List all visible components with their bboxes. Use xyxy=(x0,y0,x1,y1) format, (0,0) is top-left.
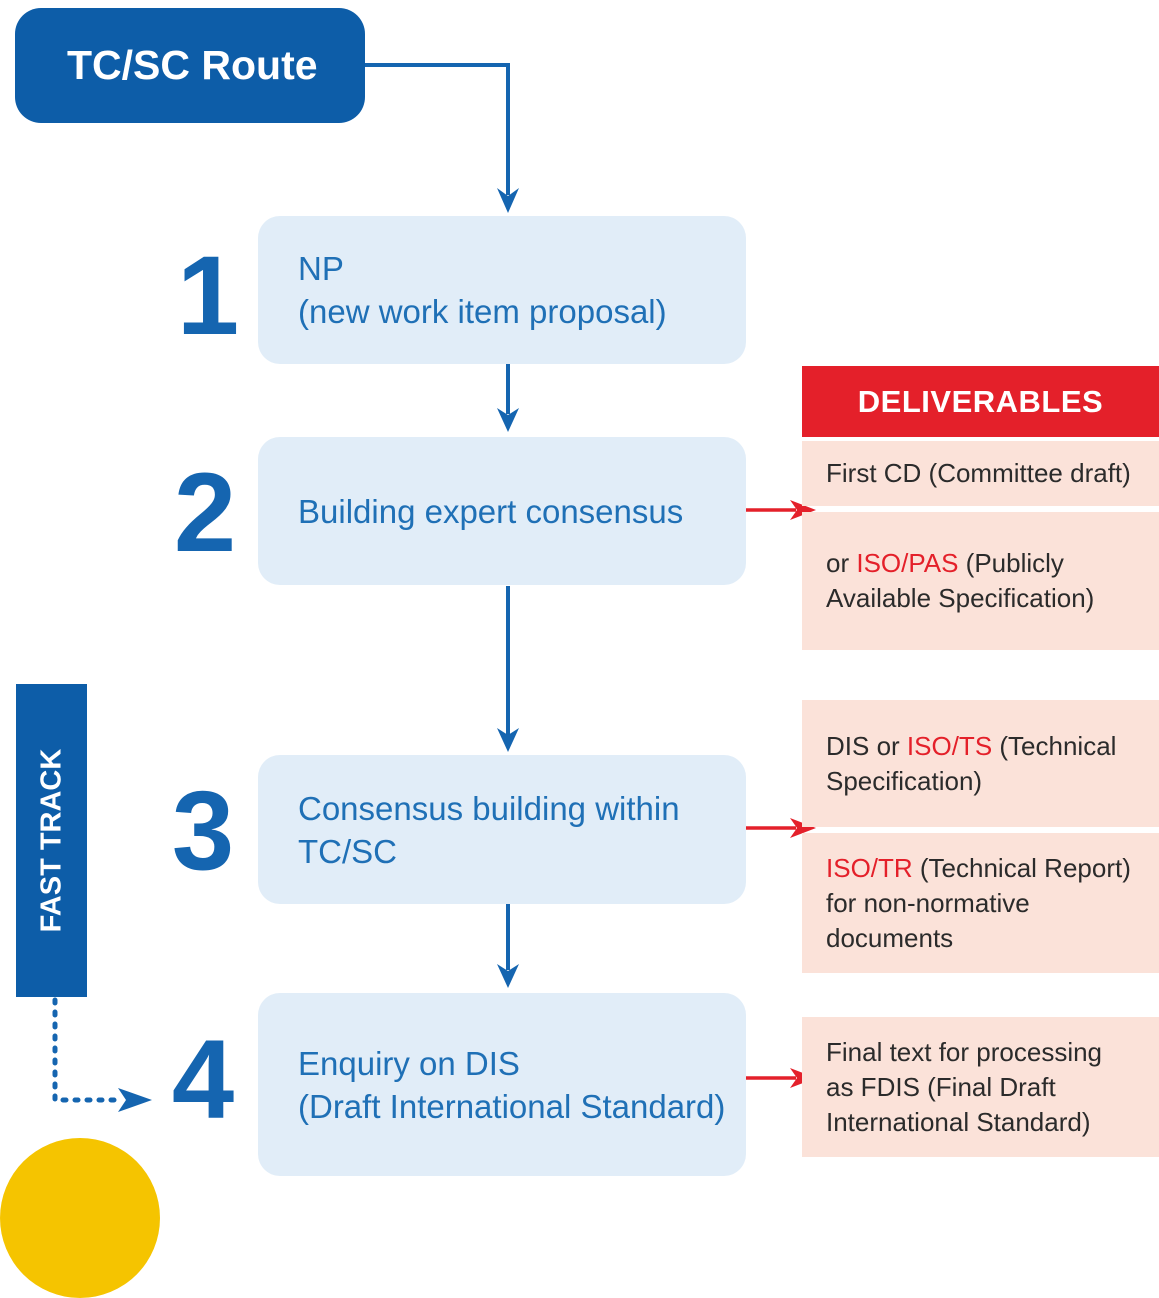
iso-ts-line2: Specification) xyxy=(826,765,983,796)
pas-code: ISO/PAS xyxy=(856,548,959,578)
step2-to-step3-arrow xyxy=(497,586,519,752)
fast-track-bar: FAST TRACK xyxy=(16,684,87,997)
iso-ts-line1: DIS or ISO/TS (Technical xyxy=(826,729,1153,764)
step-4-title-line2: (Draft International Standard) xyxy=(298,1087,726,1125)
step3-to-step4-arrow xyxy=(497,904,519,988)
fdis-line2: as FDIS (Final Draft xyxy=(826,1071,1056,1102)
iso-pas-line2: Available Specification) xyxy=(826,583,1095,613)
step-4-title-line1: Enquiry on DIS xyxy=(298,1044,520,1082)
iso-pas-line1: or ISO/PAS (Publicly xyxy=(826,546,1153,581)
ts-code: ISO/TS xyxy=(906,730,993,761)
step-3-title-line2: TC/SC xyxy=(298,832,397,870)
iso-tr-line3: documents xyxy=(826,922,954,953)
flow-connectors xyxy=(52,63,816,1112)
step-1-box: NP (new work item proposal) xyxy=(258,216,746,364)
step3-deliverable-arrow xyxy=(746,818,816,838)
step1-to-step2-arrow xyxy=(497,364,519,432)
step-3-title-line1: Consensus building within xyxy=(298,789,680,827)
step-2-box: Building expert consensus xyxy=(258,437,746,585)
fast-track-dotted-arrow xyxy=(52,997,152,1112)
iso-tr-line1: ISO/TR (Technical Report) xyxy=(826,851,1153,886)
fdis-line1: Final text for processing xyxy=(826,1036,1103,1067)
deliverable-iso-pas: or ISO/PAS (Publicly Available Specifica… xyxy=(802,512,1159,650)
deliverable-dis-iso-ts: DIS or ISO/TS (Technical Specification) xyxy=(802,700,1159,827)
decorative-circle xyxy=(0,1138,160,1298)
pas-prefix: or xyxy=(826,548,857,578)
step-number-1: 1 xyxy=(176,233,240,358)
deliverable-iso-tr: ISO/TR (Technical Report) for non-normat… xyxy=(802,833,1159,973)
deliverable-fdis: Final text for processing as FDIS (Final… xyxy=(802,1017,1159,1157)
first-cd-text: First CD (Committee draft) xyxy=(826,458,1131,488)
step-number-4: 4 xyxy=(171,1017,235,1142)
fdis-line3: International Standard) xyxy=(826,1106,1091,1137)
step-1-subtitle: (new work item proposal) xyxy=(298,293,667,330)
fast-track-label: FAST TRACK xyxy=(35,748,68,933)
tr-rest: (Technical Report) xyxy=(912,852,1131,883)
step-number-2: 2 xyxy=(173,450,237,575)
deliverable-first-cd: First CD (Committee draft) xyxy=(802,441,1159,506)
step2-deliverable-arrow xyxy=(746,500,816,520)
tc-sc-route-box: TC/SC Route xyxy=(15,8,365,123)
tr-code: ISO/TR xyxy=(826,852,913,883)
route-to-step1-arrow xyxy=(365,63,519,213)
deliverables-header-label: DELIVERABLES xyxy=(857,383,1104,419)
step-3-box: Consensus building within TC/SC xyxy=(258,755,746,904)
route-title: TC/SC Route xyxy=(67,42,318,88)
iso-tr-line2: for non-normative xyxy=(826,887,1030,918)
ts-prefix: DIS or xyxy=(826,730,907,761)
step-2-title: Building expert consensus xyxy=(298,492,684,530)
ts-rest: (Technical xyxy=(992,730,1117,761)
step-1-title: NP xyxy=(298,250,344,287)
step-4-box: Enquiry on DIS (Draft International Stan… xyxy=(258,993,746,1176)
deliverables-header: DELIVERABLES xyxy=(802,366,1159,437)
pas-rest: (Publicly xyxy=(958,548,1064,578)
step-number-3: 3 xyxy=(171,768,235,893)
